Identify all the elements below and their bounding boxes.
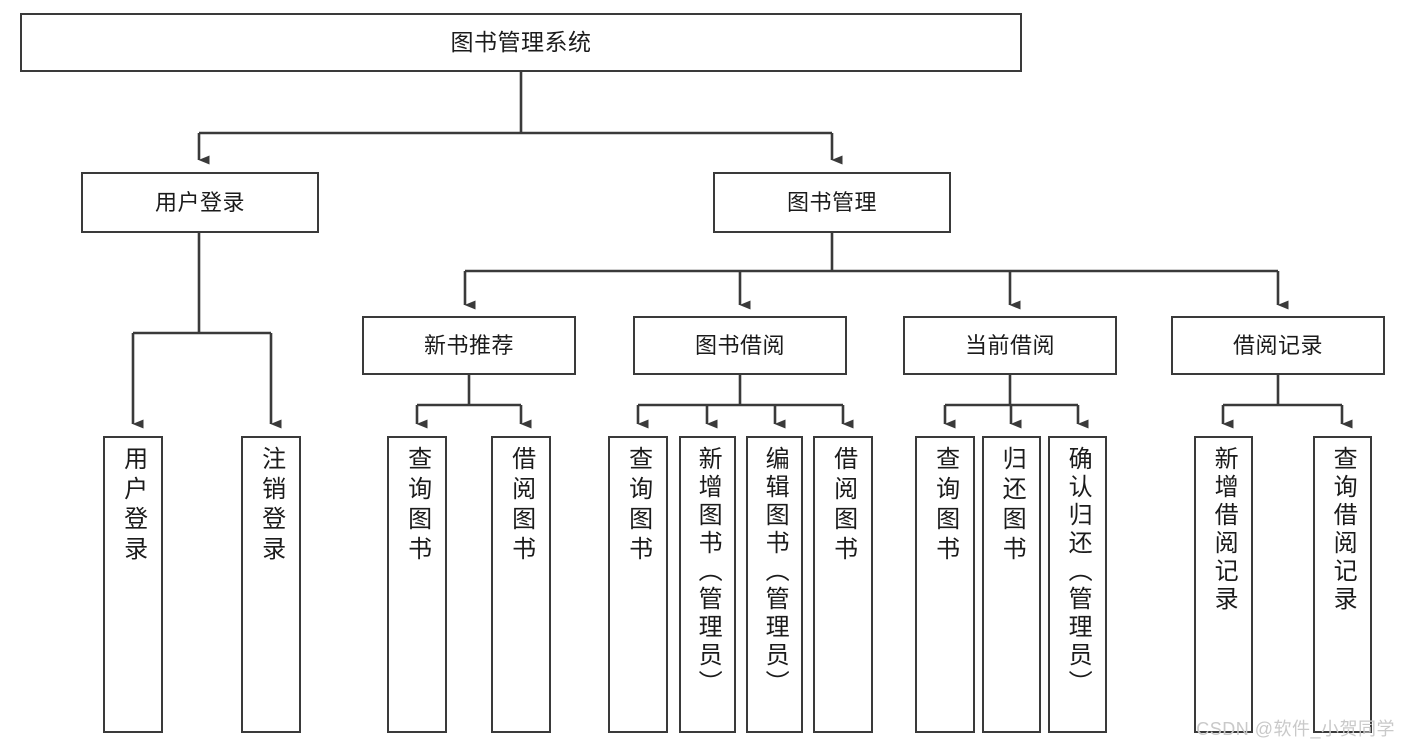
leaf-query-book-current[interactable]: 查询图书 <box>915 436 975 733</box>
leaf-query-borrow-record[interactable]: 查询借阅记录 <box>1313 436 1372 733</box>
node-label: 查询图书 <box>624 446 652 566</box>
node-label: 新增图书（管理员） <box>694 446 722 698</box>
node-label: 图书借阅 <box>694 332 785 358</box>
node-label: 编辑图书（管理员） <box>761 446 789 698</box>
node-book-borrow[interactable]: 图书借阅 <box>633 316 847 375</box>
node-label: 借阅记录 <box>1232 332 1323 358</box>
node-current-borrow[interactable]: 当前借阅 <box>903 316 1117 375</box>
node-label: 确认归还（管理员） <box>1064 446 1092 698</box>
leaf-query-book-recommend[interactable]: 查询图书 <box>387 436 447 733</box>
leaf-add-borrow-record[interactable]: 新增借阅记录 <box>1194 436 1253 733</box>
leaf-borrow-book-recommend[interactable]: 借阅图书 <box>491 436 551 733</box>
node-new-book-recommend[interactable]: 新书推荐 <box>362 316 576 375</box>
node-user-login[interactable]: 用户登录 <box>81 172 319 233</box>
leaf-query-book-borrow[interactable]: 查询图书 <box>608 436 668 733</box>
node-label: 查询图书 <box>403 446 431 566</box>
watermark-text: CSDN @软件_小贺同学 <box>1196 719 1395 739</box>
node-label: 新增借阅记录 <box>1210 446 1238 614</box>
leaf-edit-book-admin[interactable]: 编辑图书（管理员） <box>746 436 803 733</box>
leaf-add-book-admin[interactable]: 新增图书（管理员） <box>679 436 736 733</box>
node-label: 查询图书 <box>931 446 959 566</box>
leaf-confirm-return-admin[interactable]: 确认归还（管理员） <box>1048 436 1107 733</box>
node-label: 当前借阅 <box>964 332 1055 358</box>
node-label: 用户登录 <box>154 189 245 215</box>
leaf-return-book[interactable]: 归还图书 <box>982 436 1041 733</box>
node-book-management[interactable]: 图书管理 <box>713 172 951 233</box>
node-label: 归还图书 <box>998 446 1026 566</box>
node-label: 借阅图书 <box>507 446 535 566</box>
node-label: 注销登录 <box>257 446 285 566</box>
node-label: 新书推荐 <box>423 332 514 358</box>
node-label: 用户登录 <box>119 446 147 566</box>
node-label: 图书管理 <box>786 189 877 215</box>
node-borrow-record[interactable]: 借阅记录 <box>1171 316 1385 375</box>
leaf-borrow-book[interactable]: 借阅图书 <box>813 436 873 733</box>
node-label: 查询借阅记录 <box>1329 446 1357 614</box>
node-root-system[interactable]: 图书管理系统 <box>20 13 1022 72</box>
leaf-user-login[interactable]: 用户登录 <box>103 436 163 733</box>
leaf-logout[interactable]: 注销登录 <box>241 436 301 733</box>
node-label: 借阅图书 <box>829 446 857 566</box>
node-label: 图书管理系统 <box>450 28 592 55</box>
